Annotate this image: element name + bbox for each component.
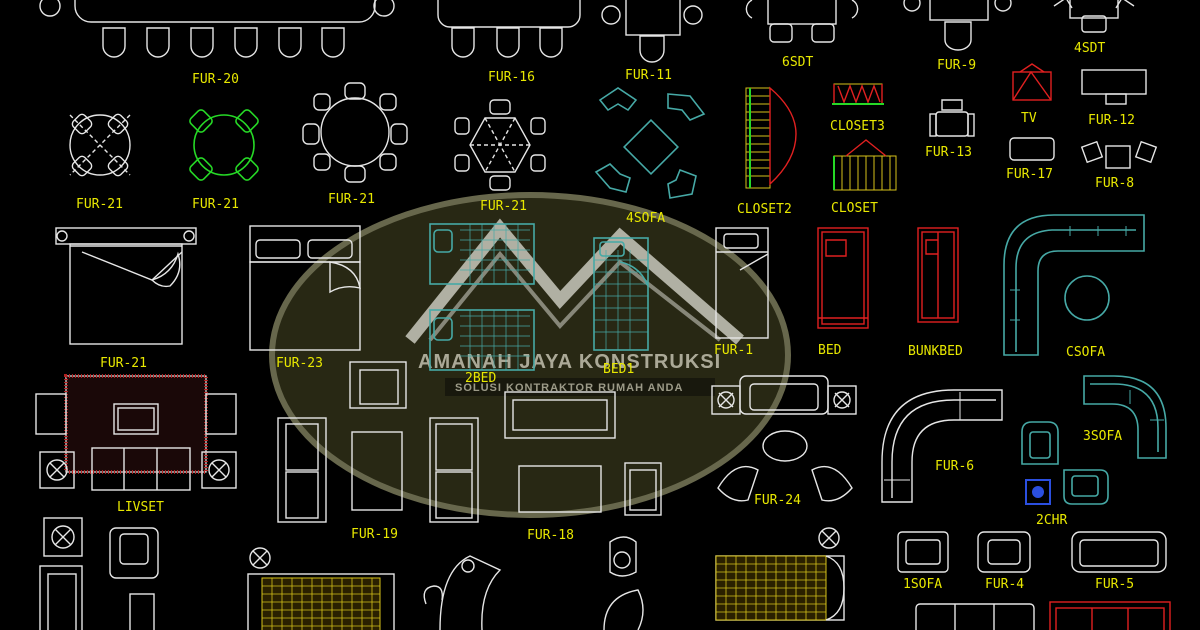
block-fur-18 xyxy=(518,462,662,516)
label-bunkbed: BUNKBED xyxy=(908,344,963,359)
block-bottom-rug-left xyxy=(247,547,395,630)
block-fur-6 xyxy=(881,389,1003,503)
label-fur-13: FUR-13 xyxy=(925,145,972,160)
label-fur-16: FUR-16 xyxy=(488,70,535,85)
block-fur-12 xyxy=(1081,69,1147,105)
block-fur-17 xyxy=(1009,137,1055,161)
block-livset xyxy=(35,374,237,491)
label-closet2: CLOSET2 xyxy=(737,202,792,217)
label-1sofa: 1SOFA xyxy=(903,577,942,592)
block-fur-19 xyxy=(277,417,479,523)
label-fur-24: FUR-24 xyxy=(754,493,801,508)
label-fur-12: FUR-12 xyxy=(1088,113,1135,128)
label-fur-19: FUR-19 xyxy=(351,527,398,542)
block-4sofa xyxy=(594,87,706,199)
block-1sofa xyxy=(897,531,949,573)
block-closet xyxy=(833,139,897,191)
block-bottom-curved-desks xyxy=(423,536,644,630)
label-2chr: 2CHR xyxy=(1036,513,1067,528)
block-fur-13 xyxy=(929,99,975,137)
block-fur-9 xyxy=(903,0,1012,51)
label-fur-21-d: FUR-21 xyxy=(480,199,527,214)
label-fur-5: FUR-5 xyxy=(1095,577,1134,592)
block-closet3 xyxy=(832,83,884,105)
block-fur-21-round-4 xyxy=(69,113,131,177)
block-fur-1 xyxy=(715,227,769,339)
block-fur-20 xyxy=(39,0,395,58)
label-fur-21-b: FUR-21 xyxy=(192,197,239,212)
label-4sdt: 4SDT xyxy=(1074,41,1105,56)
block-bunkbed xyxy=(917,227,959,323)
block-fur-21-bed xyxy=(55,227,197,345)
label-fur-17: FUR-17 xyxy=(1006,167,1053,182)
label-fur-1: FUR-1 xyxy=(714,343,753,358)
label-3sofa: 3SOFA xyxy=(1083,429,1122,444)
label-fur-4: FUR-4 xyxy=(985,577,1024,592)
block-4sdt xyxy=(1053,0,1135,33)
block-closet2 xyxy=(745,86,797,189)
block-3sofa xyxy=(1083,375,1167,459)
block-csofa xyxy=(1003,214,1145,356)
label-fur-11: FUR-11 xyxy=(625,68,672,83)
watermark-logo: AMANAH JAYA KONSTRUKSI SOLUSI KONTRAKTOR… xyxy=(269,192,791,518)
label-bed: BED xyxy=(818,343,842,358)
label-fur-21-c: FUR-21 xyxy=(328,192,375,207)
block-fur-21-round-8 xyxy=(302,82,408,183)
label-closet: CLOSET xyxy=(831,201,878,216)
block-bottom-right-sofas xyxy=(915,601,1171,630)
block-2chr xyxy=(1021,421,1109,505)
block-fur-16 xyxy=(437,0,581,58)
label-fur-21-e: FUR-21 xyxy=(100,356,147,371)
block-sofa-long xyxy=(504,391,616,439)
label-6sdt: 6SDT xyxy=(782,55,813,70)
block-2bed xyxy=(429,223,535,371)
block-fur-11 xyxy=(601,0,703,63)
label-4sofa: 4SOFA xyxy=(626,211,665,226)
label-tv: TV xyxy=(1021,111,1037,126)
label-fur-21-a: FUR-21 xyxy=(76,197,123,212)
block-bottom-rug-right xyxy=(715,527,845,621)
block-armchair-square xyxy=(349,361,407,409)
label-fur-6: FUR-6 xyxy=(935,459,974,474)
block-bed1 xyxy=(593,237,649,351)
label-fur-18: FUR-18 xyxy=(527,528,574,543)
watermark-title: AMANAH JAYA KONSTRUKSI xyxy=(418,351,721,373)
block-fur-4 xyxy=(977,531,1031,573)
label-bed1: BED1 xyxy=(603,362,634,377)
block-bottom-left-chairs xyxy=(39,517,159,630)
block-fur-8 xyxy=(1080,140,1158,169)
watermark-subtitle: SOLUSI KONTRAKTOR RUMAH ANDA xyxy=(455,382,683,394)
label-fur-9: FUR-9 xyxy=(937,58,976,73)
block-6sdt xyxy=(745,0,859,43)
label-fur-23: FUR-23 xyxy=(276,356,323,371)
block-bed-red xyxy=(817,227,869,329)
label-csofa: CSOFA xyxy=(1066,345,1105,360)
block-fur-23 xyxy=(249,225,361,351)
block-fur-24 xyxy=(711,375,857,502)
block-fur-21-hexagon xyxy=(454,99,546,191)
block-tv xyxy=(1012,63,1052,101)
label-fur-20: FUR-20 xyxy=(192,72,239,87)
block-fur-5 xyxy=(1071,531,1167,573)
label-2bed: 2BED xyxy=(465,371,496,386)
label-livset: LIVSET xyxy=(117,500,164,515)
label-closet3: CLOSET3 xyxy=(830,119,885,134)
label-fur-8: FUR-8 xyxy=(1095,176,1134,191)
block-fur-21-green xyxy=(189,109,259,181)
